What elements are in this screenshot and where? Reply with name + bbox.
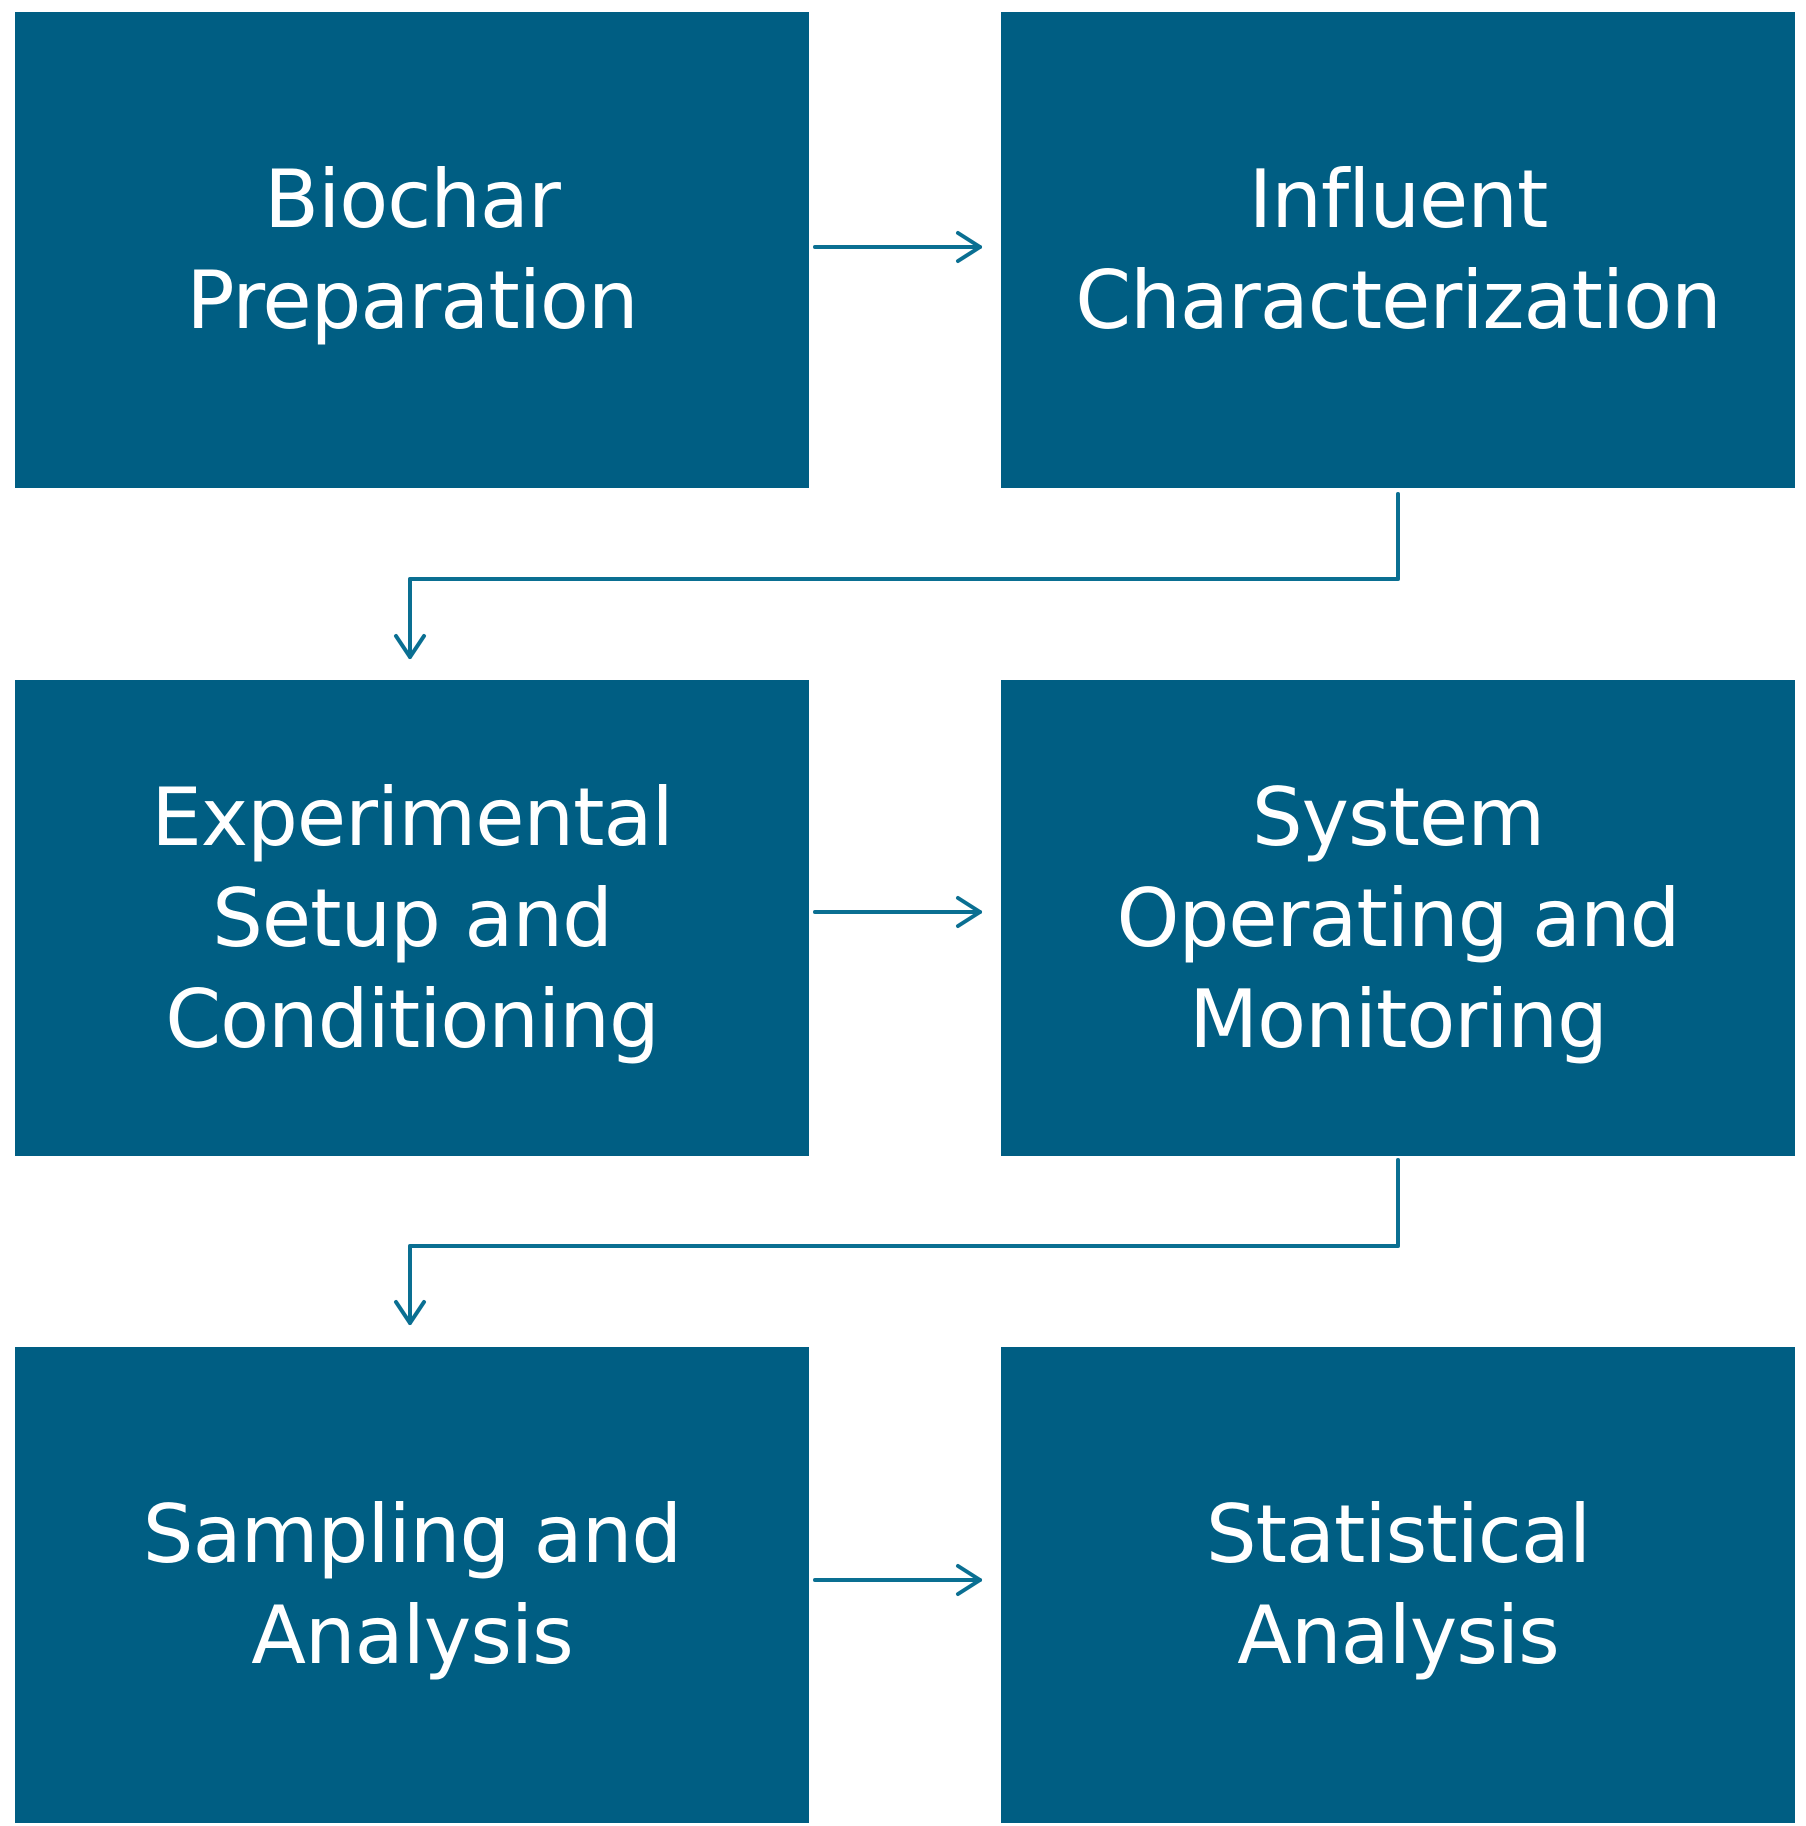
step-box-influent-characterization: Influent Characterization <box>1001 12 1795 488</box>
arrow-right-icon <box>813 896 982 928</box>
step-label: Sampling and Analysis <box>142 1488 682 1682</box>
step-label: System Operating and Monitoring <box>1116 770 1681 1066</box>
step-box-experimental-setup: Experimental Setup and Conditioning <box>15 680 809 1156</box>
step-label: Influent Characterization <box>1075 153 1721 347</box>
elbow-arrow-down-icon <box>394 1158 1400 1325</box>
arrow-right-icon <box>813 231 982 263</box>
step-box-sampling-analysis: Sampling and Analysis <box>15 1347 809 1823</box>
step-box-biochar-preparation: Biochar Preparation <box>15 12 809 488</box>
step-label: Biochar Preparation <box>186 153 638 347</box>
elbow-arrow-down-icon <box>394 492 1400 659</box>
step-label: Statistical Analysis <box>1205 1488 1591 1682</box>
step-box-system-operating: System Operating and Monitoring <box>1001 680 1795 1156</box>
arrow-right-icon <box>813 1564 982 1596</box>
step-label: Experimental Setup and Conditioning <box>151 770 673 1066</box>
step-box-statistical-analysis: Statistical Analysis <box>1001 1347 1795 1823</box>
